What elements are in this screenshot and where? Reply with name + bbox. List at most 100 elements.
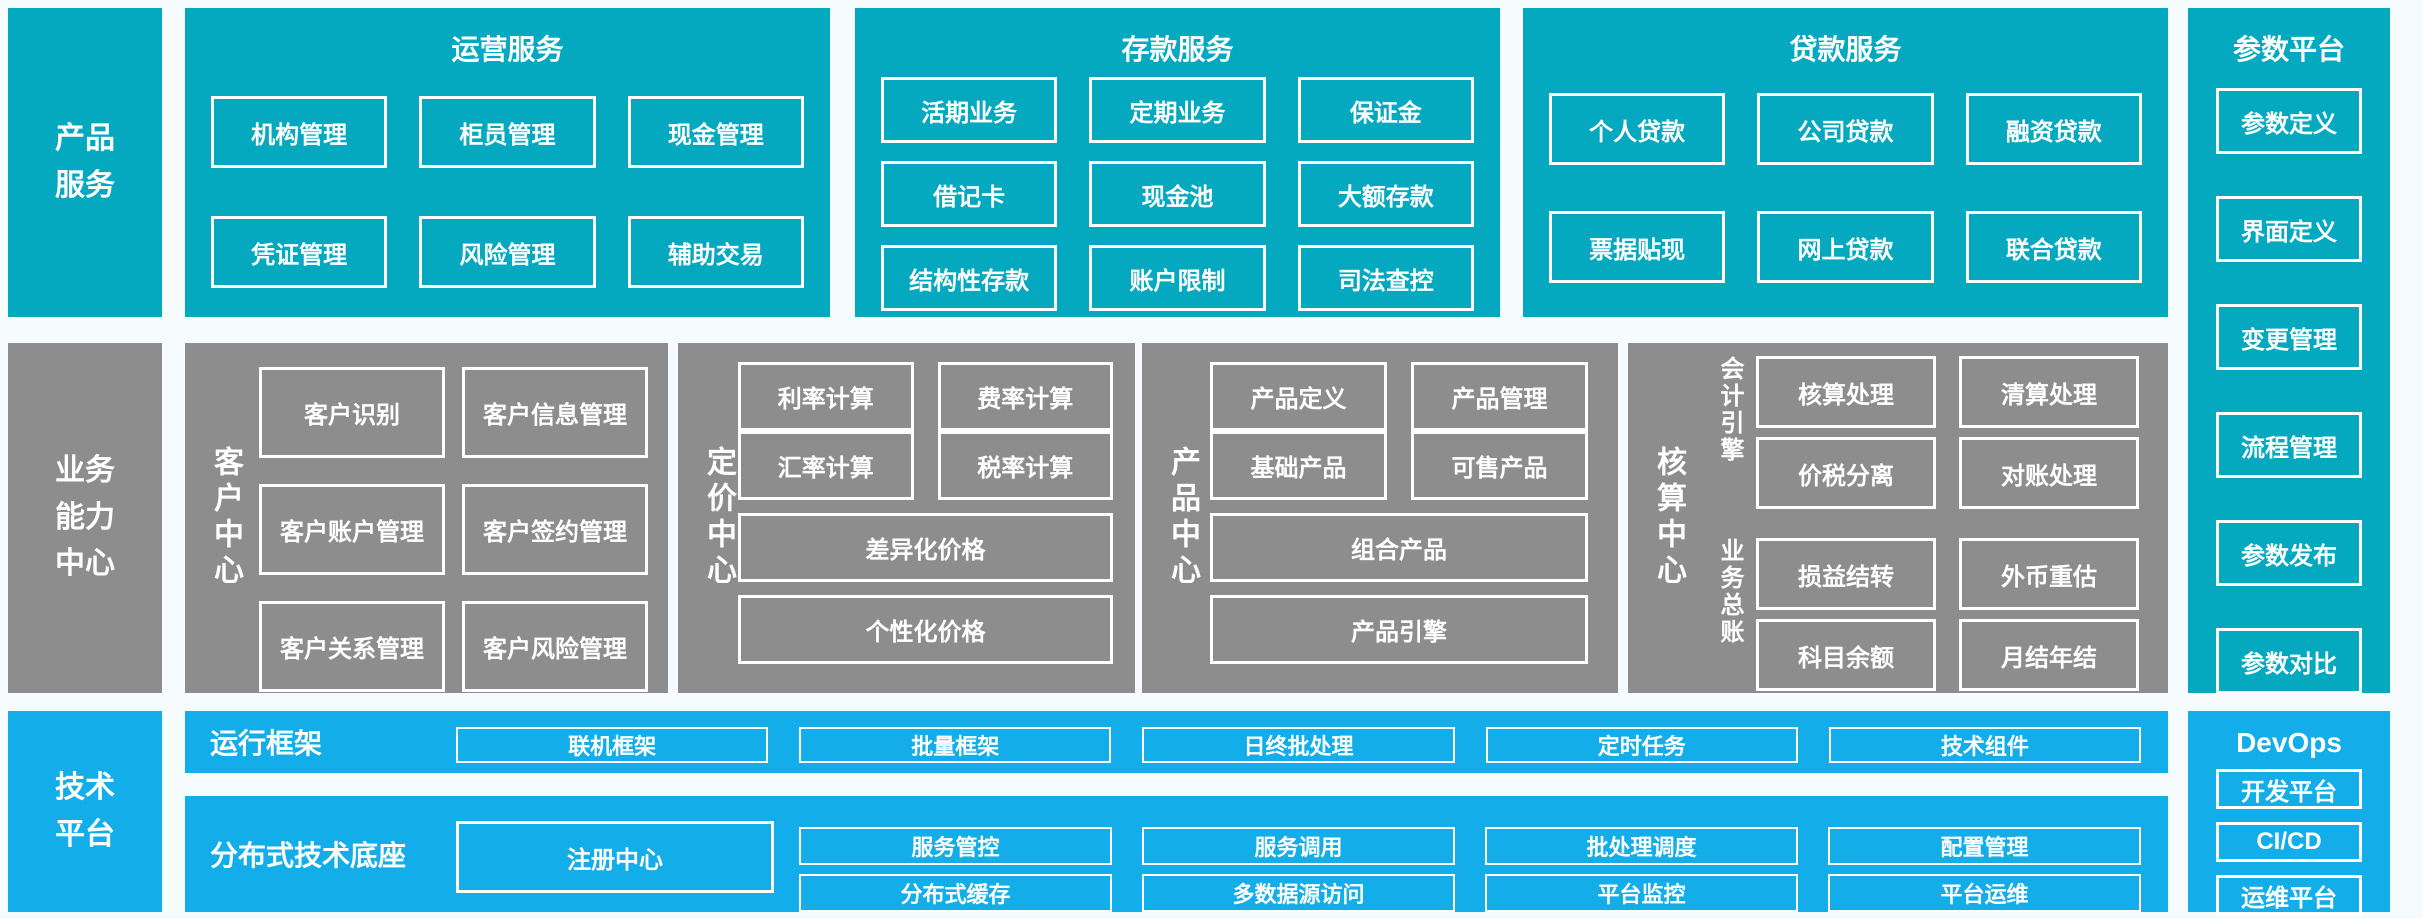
product-box: 可售产品 bbox=[1411, 431, 1588, 500]
product-center-label: 产品中心 bbox=[1166, 446, 1199, 590]
accounting-engine-grid: 核算处理清算处理价税分离对账处理 bbox=[1756, 356, 2139, 509]
pricing-center-stack: 利率计算费率计算汇率计算税率计算 差异化价格 个性化价格 bbox=[738, 362, 1113, 664]
loan-service-box: 个人贷款 bbox=[1549, 93, 1726, 165]
parameter-platform-stack: 参数定义界面定义变更管理流程管理参数发布参数对比 bbox=[2216, 88, 2362, 694]
customer-center-grid: 客户识别客户信息管理客户账户管理客户签约管理客户关系管理客户风险管理 bbox=[259, 367, 648, 692]
deposit-service-box: 账户限制 bbox=[1089, 245, 1266, 311]
customer-center-box: 客户风险管理 bbox=[462, 601, 648, 692]
runtime-box: 技术组件 bbox=[1828, 727, 2141, 763]
runtime-framework-grid: 联机框架批量框架日终批处理定时任务技术组件 bbox=[456, 727, 2141, 763]
runtime-framework-label: 运行框架 bbox=[210, 728, 323, 759]
distributed-tech-box: 平台监控 bbox=[1485, 874, 1798, 912]
loan-service-box: 联合贷款 bbox=[1965, 211, 2142, 283]
distributed-tech-box: 多数据源访问 bbox=[1142, 874, 1455, 912]
section-operation-services: 运营服务 机构管理柜员管理现金管理凭证管理风险管理辅助交易 bbox=[185, 8, 830, 317]
customer-center-box: 客户账户管理 bbox=[259, 484, 445, 575]
rail-product-services-label: 产品服务 bbox=[55, 122, 115, 202]
distributed-tech-grid: 服务管控服务调用批处理调度配置管理分布式缓存多数据源访问平台监控平台运维 bbox=[799, 827, 2141, 912]
accounting-engine-box: 核算处理 bbox=[1756, 356, 1936, 428]
loan-service-box: 网上贷款 bbox=[1757, 211, 1934, 283]
section-pricing-center: 定价中心 利率计算费率计算汇率计算税率计算 差异化价格 个性化价格 bbox=[678, 343, 1135, 693]
deposit-services-grid: 活期业务定期业务保证金借记卡现金池大额存款结构性存款账户限制司法查控 bbox=[881, 77, 1474, 311]
accounting-engine-label: 会计引擎 bbox=[1716, 356, 1743, 464]
loan-service-box: 票据贴现 bbox=[1549, 211, 1726, 283]
distributed-tech-box: 批处理调度 bbox=[1485, 827, 1798, 865]
parameter-platform-title: 参数平台 bbox=[2232, 34, 2345, 65]
distributed-tech-box: 分布式缓存 bbox=[799, 874, 1112, 912]
product-box: 基础产品 bbox=[1210, 431, 1387, 500]
section-loan-services: 贷款服务 个人贷款公司贷款融资贷款票据贴现网上贷款联合贷款 bbox=[1523, 8, 2168, 317]
section-operation-services-title: 运营服务 bbox=[451, 34, 564, 65]
runtime-box: 日终批处理 bbox=[1142, 727, 1455, 763]
parameter-platform-box: 界面定义 bbox=[2216, 196, 2362, 262]
parameter-platform-box: 变更管理 bbox=[2216, 304, 2362, 370]
pricing-wide-box: 差异化价格 bbox=[738, 513, 1113, 582]
runtime-box: 联机框架 bbox=[456, 727, 769, 763]
rail-technology-platform: 技术平台 bbox=[8, 711, 162, 912]
customer-center-box: 客户签约管理 bbox=[462, 484, 648, 575]
devops-box: 开发平台 bbox=[2216, 769, 2362, 809]
runtime-box: 定时任务 bbox=[1485, 727, 1798, 763]
loan-service-box: 公司贷款 bbox=[1757, 93, 1934, 165]
section-loan-services-title: 贷款服务 bbox=[1789, 34, 1902, 65]
operation-service-box: 机构管理 bbox=[211, 96, 388, 168]
deposit-service-box: 定期业务 bbox=[1089, 77, 1266, 143]
customer-center-box: 客户识别 bbox=[259, 367, 445, 458]
operation-service-box: 风险管理 bbox=[419, 216, 596, 288]
row-runtime-framework: 运行框架 联机框架批量框架日终批处理定时任务技术组件 bbox=[185, 711, 2168, 773]
distributed-tech-box: 服务调用 bbox=[1142, 827, 1455, 865]
deposit-service-box: 现金池 bbox=[1089, 161, 1266, 227]
runtime-box: 批量框架 bbox=[799, 727, 1112, 763]
accounting-engine-box: 价税分离 bbox=[1756, 437, 1936, 509]
rail-business-capability-center: 业务能力中心 bbox=[8, 343, 162, 693]
pricing-wide-box: 个性化价格 bbox=[738, 595, 1113, 664]
registry-center-box: 注册中心 bbox=[456, 821, 774, 893]
product-wide-box: 产品引擎 bbox=[1210, 595, 1588, 664]
operation-service-box: 辅助交易 bbox=[627, 216, 804, 288]
business-ledger-box: 损益结转 bbox=[1756, 538, 1936, 610]
devops-box: 运维平台 bbox=[2216, 875, 2362, 915]
product-box: 产品定义 bbox=[1210, 362, 1387, 431]
deposit-service-box: 结构性存款 bbox=[881, 245, 1058, 311]
row-distributed-tech-base: 分布式技术底座 注册中心 服务管控服务调用批处理调度配置管理分布式缓存多数据源访… bbox=[185, 796, 2168, 912]
accounting-engine-group: 会计引擎 核算处理清算处理价税分离对账处理 bbox=[1716, 356, 2139, 509]
deposit-service-box: 大额存款 bbox=[1297, 161, 1474, 227]
parameter-platform-box: 参数发布 bbox=[2216, 520, 2362, 586]
business-ledger-group: 业务总账 损益结转外币重估科目余额月结年结 bbox=[1716, 538, 2139, 691]
business-ledger-grid: 损益结转外币重估科目余额月结年结 bbox=[1756, 538, 2139, 691]
deposit-service-box: 借记卡 bbox=[881, 161, 1058, 227]
pricing-box: 费率计算 bbox=[937, 362, 1113, 431]
distributed-tech-box: 平台运维 bbox=[1828, 874, 2141, 912]
distributed-tech-box: 服务管控 bbox=[799, 827, 1112, 865]
customer-center-box: 客户信息管理 bbox=[462, 367, 648, 458]
pricing-pair-grid: 利率计算费率计算汇率计算税率计算 bbox=[738, 362, 1113, 500]
product-wide-box: 组合产品 bbox=[1210, 513, 1588, 582]
rail-technology-platform-label: 技术平台 bbox=[55, 771, 115, 851]
accounting-engine-box: 清算处理 bbox=[1959, 356, 2139, 428]
business-ledger-box: 月结年结 bbox=[1959, 619, 2139, 691]
devops-box: CI/CD bbox=[2216, 822, 2362, 862]
accounting-engine-box: 对账处理 bbox=[1959, 437, 2139, 509]
parameter-platform-box: 流程管理 bbox=[2216, 412, 2362, 478]
accounting-center-label: 核算中心 bbox=[1652, 446, 1685, 590]
section-parameter-platform: 参数平台 参数定义界面定义变更管理流程管理参数发布参数对比 bbox=[2188, 8, 2390, 694]
operation-services-grid: 机构管理柜员管理现金管理凭证管理风险管理辅助交易 bbox=[211, 96, 804, 288]
parameter-platform-box: 参数定义 bbox=[2216, 88, 2362, 154]
business-ledger-label: 业务总账 bbox=[1716, 538, 1743, 646]
section-accounting-center: 核算中心 会计引擎 核算处理清算处理价税分离对账处理 业务总账 损益结转外币重估… bbox=[1628, 343, 2168, 693]
customer-center-box: 客户关系管理 bbox=[259, 601, 445, 692]
section-product-center: 产品中心 产品定义产品管理基础产品可售产品 组合产品 产品引擎 bbox=[1142, 343, 1618, 693]
pricing-center-label: 定价中心 bbox=[702, 446, 735, 590]
pricing-box: 税率计算 bbox=[937, 431, 1113, 500]
operation-service-box: 现金管理 bbox=[627, 96, 804, 168]
accounting-groups: 会计引擎 核算处理清算处理价税分离对账处理 业务总账 损益结转外币重估科目余额月… bbox=[1716, 356, 2139, 720]
loan-services-grid: 个人贷款公司贷款融资贷款票据贴现网上贷款联合贷款 bbox=[1549, 93, 2142, 283]
deposit-service-box: 活期业务 bbox=[881, 77, 1058, 143]
section-deposit-services-title: 存款服务 bbox=[1121, 34, 1234, 65]
distributed-tech-box: 配置管理 bbox=[1828, 827, 2141, 865]
parameter-platform-box: 参数对比 bbox=[2216, 628, 2362, 694]
distributed-tech-base-label: 分布式技术底座 bbox=[210, 840, 407, 871]
product-center-stack: 产品定义产品管理基础产品可售产品 组合产品 产品引擎 bbox=[1210, 362, 1588, 664]
section-deposit-services: 存款服务 活期业务定期业务保证金借记卡现金池大额存款结构性存款账户限制司法查控 bbox=[855, 8, 1500, 317]
